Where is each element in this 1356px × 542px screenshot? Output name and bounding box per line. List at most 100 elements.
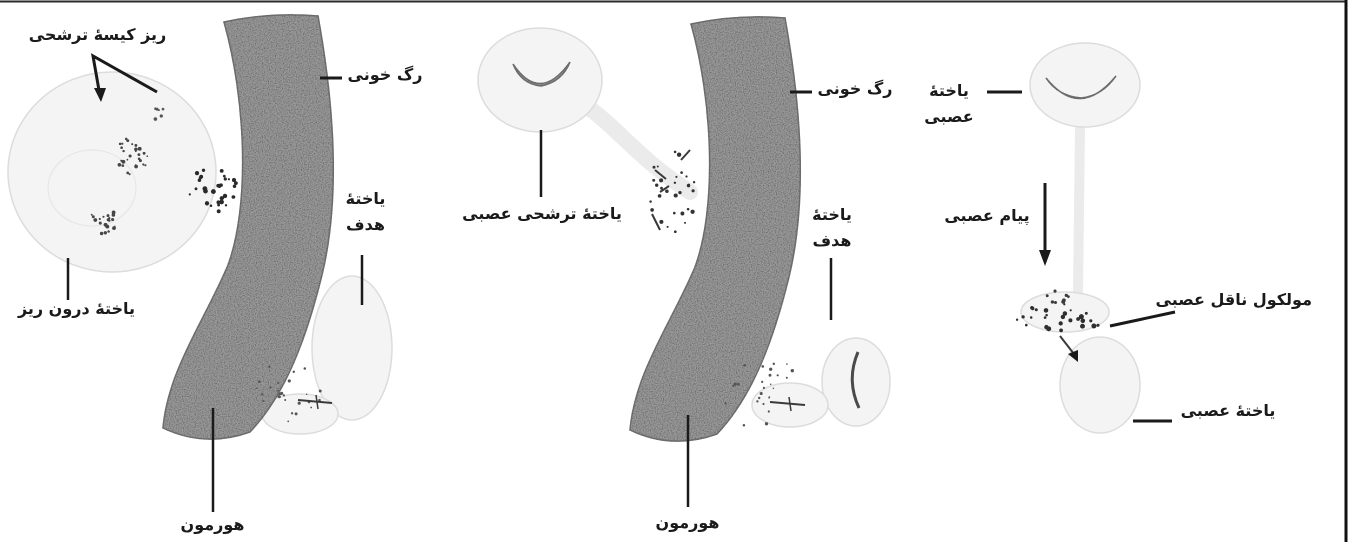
vesicle-dot — [158, 109, 160, 111]
hormone-dot — [693, 181, 695, 183]
hormone-dot — [765, 422, 768, 425]
hormone-dot — [262, 400, 264, 402]
hormone-dot — [756, 400, 758, 402]
vesicle-dot — [112, 226, 116, 230]
neurotransmitter-dot — [1081, 319, 1086, 324]
nerve-signal-label: پیام عصبی — [944, 205, 1030, 227]
vesicle-dot — [143, 152, 146, 155]
hormone-dot — [653, 166, 656, 169]
hormone-dot — [791, 369, 794, 372]
blood-vessel-label: رگ خونی — [814, 78, 896, 100]
hormone-dot — [211, 189, 216, 194]
hormone-label: هورمون — [645, 512, 730, 534]
nerve-signal-arrowhead — [1039, 250, 1051, 266]
vesicle-dot — [99, 222, 102, 225]
hormone-dot — [680, 212, 684, 216]
hormone-dot — [217, 209, 221, 213]
hormone-dot — [773, 388, 774, 389]
neurosecretory-axon — [585, 105, 690, 192]
neurotransmitter-dot — [1044, 308, 1049, 313]
panel-right — [987, 43, 1175, 433]
vesicle-dot — [142, 163, 144, 165]
hormone-dot — [256, 387, 258, 389]
hormone-dot — [684, 222, 686, 224]
vesicle-dot — [160, 114, 163, 117]
neurotransmitter-label: مولکول ناقل عصبی — [1172, 289, 1312, 311]
vesicle-dot — [102, 216, 104, 218]
neurotransmitter-dot — [1045, 314, 1048, 317]
neuron-label-line1: یاختهٔ — [918, 80, 980, 102]
hormone-dot — [769, 374, 772, 377]
hormone-dot — [291, 412, 293, 414]
hormone-dot — [761, 381, 763, 383]
hormone-dot — [219, 183, 223, 187]
vesicle-dot — [119, 143, 122, 146]
hormone-dot — [743, 364, 746, 367]
hormone-dot — [225, 204, 227, 206]
neurotransmitter-dot — [1062, 298, 1066, 302]
hormone-dot — [280, 392, 283, 395]
vesicle-dot — [121, 143, 123, 145]
hormone-label: هورمون — [170, 514, 255, 536]
vesicle-dot — [134, 165, 138, 169]
hormone-dot — [674, 182, 676, 184]
neurosecretory-cell-label: یاختهٔ ترشحی عصبی — [452, 203, 632, 225]
hormone-dot — [278, 395, 281, 398]
neurotransmitter-dot — [1059, 321, 1063, 325]
vesicle-dot — [105, 225, 109, 229]
neurotransmitter-dot — [1089, 319, 1092, 322]
hormone-dot — [288, 379, 291, 382]
hormone-dot — [773, 363, 775, 365]
vesicle-dot — [134, 148, 138, 152]
hormone-dot — [261, 393, 263, 395]
hormone-dot — [658, 194, 662, 198]
vesicle-dot — [144, 164, 146, 166]
hormone-dot — [692, 189, 695, 192]
vesicle-dot — [104, 231, 107, 234]
vesicle-dot — [122, 150, 124, 152]
neurotransmitter-dot — [1079, 316, 1082, 319]
hormone-dot — [777, 374, 779, 376]
vesicle-dot — [138, 153, 141, 156]
hormone-dot — [306, 394, 308, 396]
axon-terminal-mark — [652, 214, 660, 230]
hormone-dot — [203, 189, 208, 194]
hormone-dot — [667, 226, 669, 228]
neurotransmitter-dot — [1070, 309, 1072, 311]
hormone-dot — [195, 187, 198, 190]
hormone-dot — [674, 230, 677, 233]
hormone-dot — [674, 151, 677, 154]
hormone-dot — [770, 383, 772, 385]
neurotransmitter-dot — [1046, 294, 1049, 297]
hormone-dot — [223, 175, 226, 178]
hormone-dot — [762, 403, 764, 405]
hormone-dot — [758, 397, 760, 399]
axon-terminal-mark — [681, 150, 690, 160]
hormone-dot — [743, 424, 746, 427]
hormone-dot — [655, 184, 658, 187]
hormone-dot — [673, 212, 676, 215]
target-cell-label-line1: یاختهٔ — [803, 204, 861, 226]
blood-vessel-label: رگ خونی — [344, 64, 426, 86]
vesicles-label: ریز کیسهٔ ترشحی — [20, 24, 175, 46]
neuron-label-line2: عصبی — [918, 106, 980, 128]
hormone-dot — [687, 208, 690, 211]
hormone-dot — [690, 210, 694, 214]
hormone-dot — [220, 196, 224, 200]
hormone-dot — [657, 166, 659, 168]
vesicle-dot — [108, 219, 110, 221]
hormone-dot — [189, 193, 191, 195]
vesicle-dot — [100, 232, 103, 235]
hormone-dot — [685, 175, 687, 177]
hormone-dot — [283, 394, 285, 396]
neurotransmitter-dot — [1091, 324, 1096, 329]
hormone-dot — [293, 371, 295, 373]
neurotransmitter-dot — [1059, 329, 1063, 333]
panel-left — [8, 15, 392, 512]
hormone-dot — [295, 412, 298, 415]
neurotransmitter-dot — [1053, 290, 1056, 293]
hormone-dot — [737, 383, 740, 386]
hormone-dot — [202, 169, 205, 172]
